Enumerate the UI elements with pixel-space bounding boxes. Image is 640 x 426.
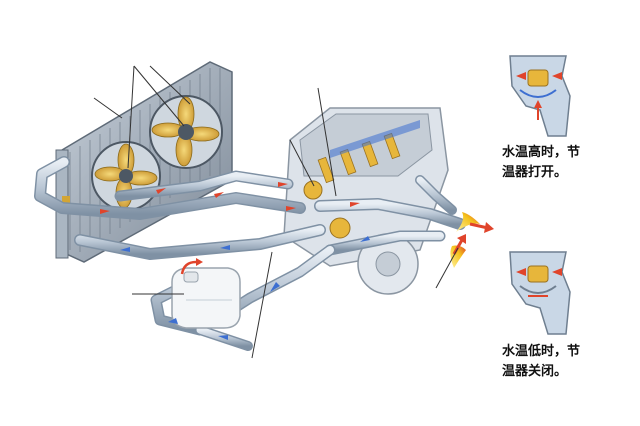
hot-flow-arrow-icon: [450, 212, 494, 268]
caption-thermostat-closed: 水温低时，节 温器关闭。: [502, 342, 580, 382]
caption-closed-line-2: 温器关闭。: [502, 364, 568, 379]
caption-open-line-1: 水温高时，节: [502, 145, 581, 160]
cooling-fan-icon: [149, 95, 223, 169]
engine-block-icon: [283, 107, 449, 295]
thermostat-closed-icon: [509, 251, 571, 335]
caption-closed-line-1: 水温低时，节: [502, 344, 581, 359]
thermostat-open-icon: [509, 55, 571, 137]
caption-open-line-2: 温器打开。: [502, 165, 568, 180]
leader-lines: [93, 65, 459, 359]
expansion-tank-icon: [171, 267, 241, 329]
flow-arrow-icon: [100, 182, 370, 340]
caption-thermostat-open: 水温高时，节 温器打开。: [502, 143, 580, 183]
